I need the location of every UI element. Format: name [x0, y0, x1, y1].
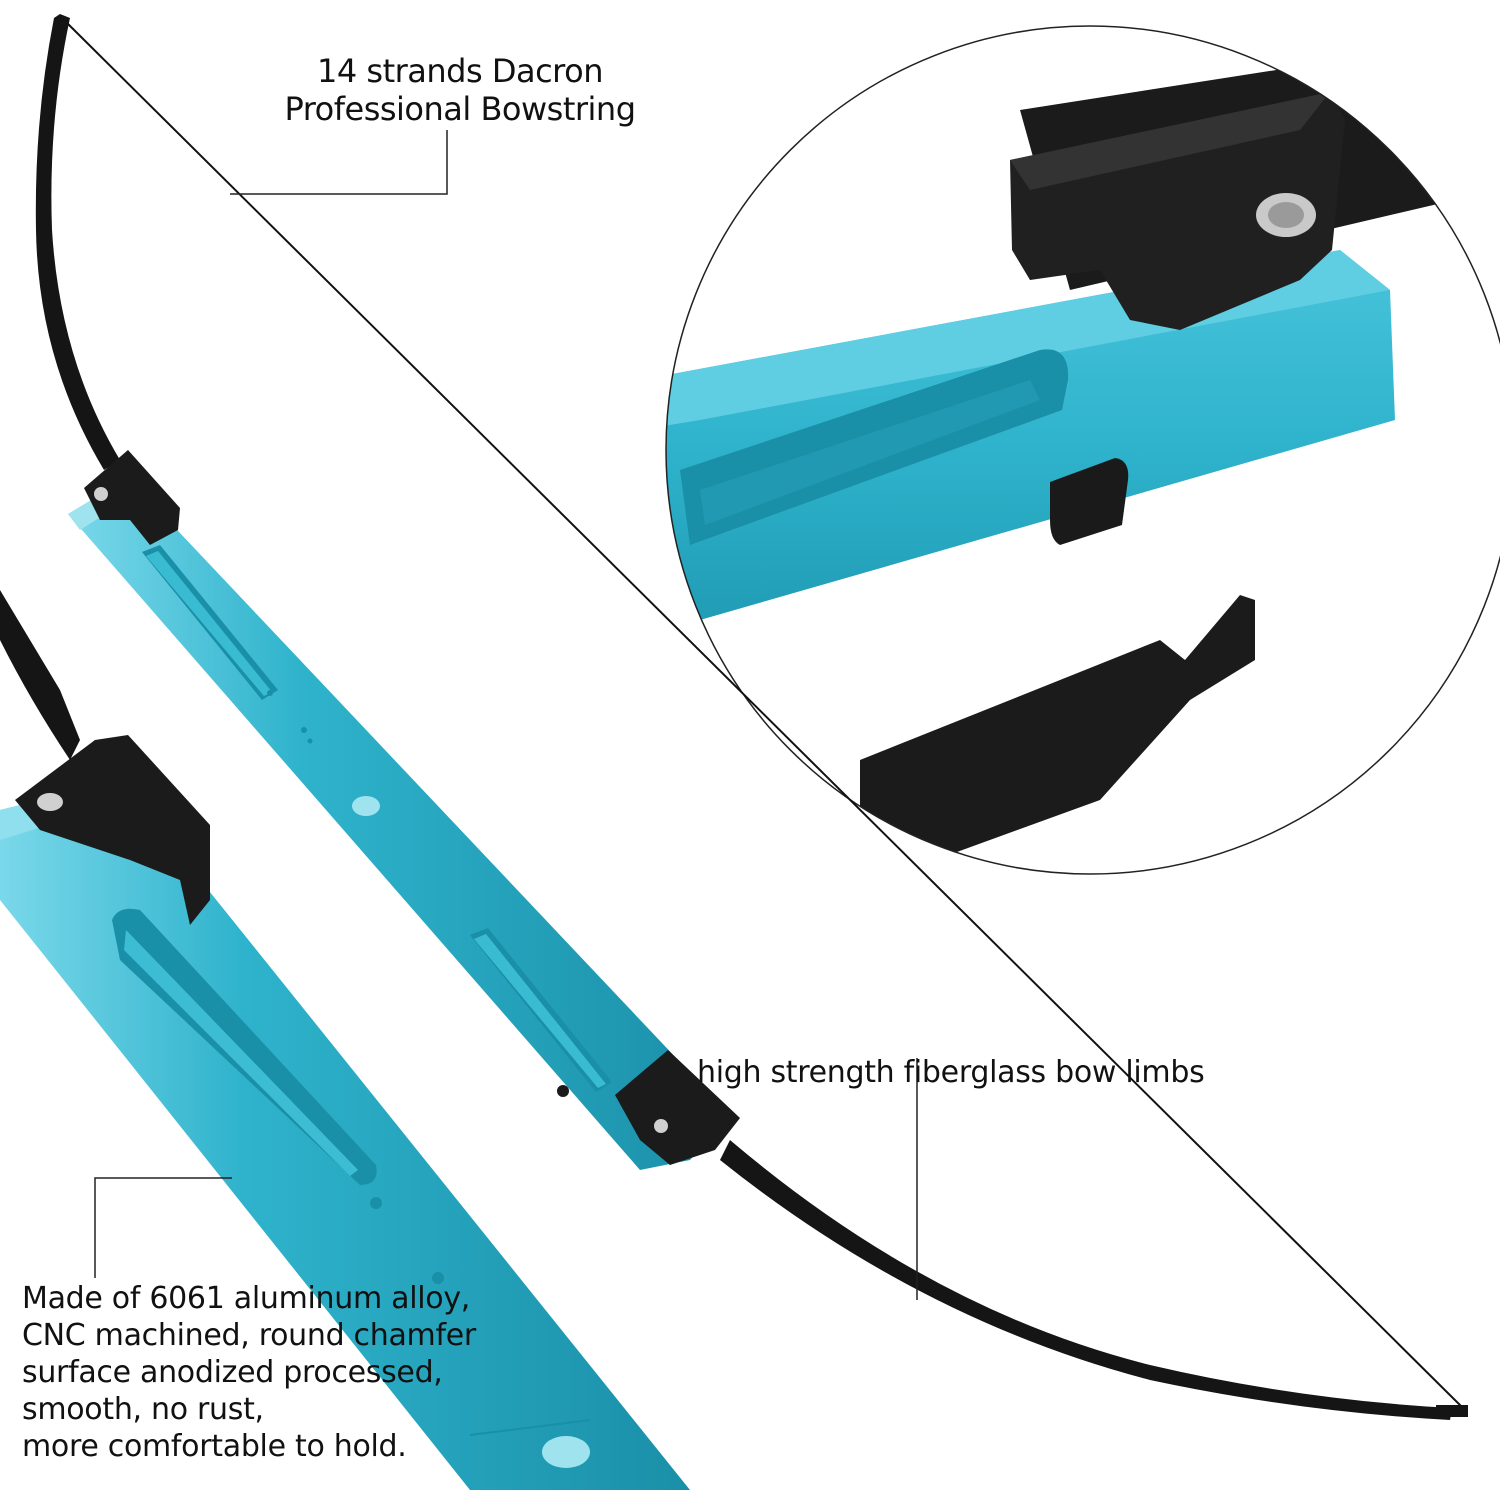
closeup-bracket [15, 735, 210, 925]
bow [35, 14, 1468, 1420]
lower-limb-bracket [615, 1050, 740, 1165]
zoom-detail [665, 25, 1500, 875]
bowstring [61, 17, 1466, 1411]
closeup-logo-badge [542, 1436, 590, 1468]
zoom-limb-notch [860, 595, 1255, 874]
material-caption-line2: CNC machined, round chamfer [22, 1318, 476, 1353]
upper-limb-bracket [84, 450, 180, 545]
bowstring-caption: 14 strands Dacron Professional Bowstring [270, 52, 650, 128]
limbs-caption: high strength fiberglass bow limbs [697, 1055, 1205, 1090]
material-caption: Made of 6061 aluminum alloy, CNC machine… [22, 1280, 542, 1465]
material-caption-line1: Made of 6061 aluminum alloy, [22, 1281, 471, 1316]
upper-limb [35, 14, 121, 470]
bowstring-caption-line2: Professional Bowstring [284, 90, 636, 128]
closeup-limb [0, 590, 80, 760]
closeup-slot [112, 908, 377, 1185]
material-callout-line [94, 1177, 232, 1278]
material-caption-line3: surface anodized processed, [22, 1355, 443, 1390]
material-caption-line4: smooth, no rust, [22, 1392, 264, 1427]
material-caption-line5: more comfortable to hold. [22, 1429, 407, 1464]
riser-closeup [0, 590, 690, 1490]
riser-logo-badge [352, 796, 380, 816]
zoom-circle-border [665, 25, 1500, 875]
lower-limb [720, 1140, 1452, 1420]
callout-lines [94, 130, 918, 1300]
zoom-pad [1050, 458, 1129, 545]
bowstring-caption-line1: 14 strands Dacron [317, 52, 603, 90]
bowstring-callout-line [230, 130, 448, 195]
